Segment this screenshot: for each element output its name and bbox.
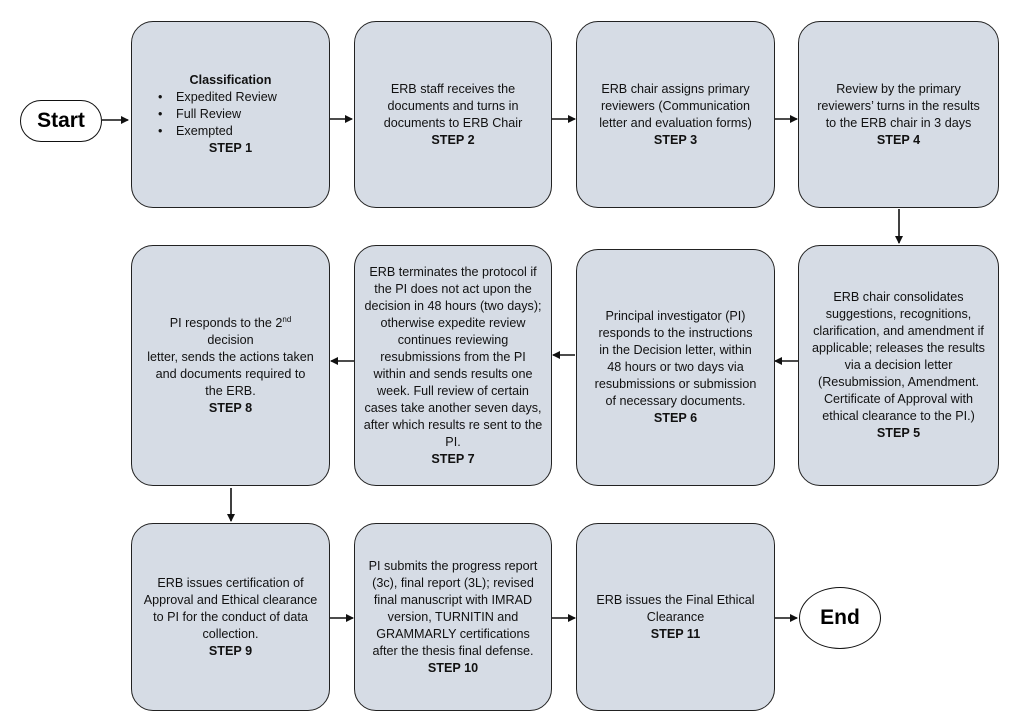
step9-text: ERB issues certification of Approval and… — [143, 575, 318, 641]
end-label: End — [820, 606, 860, 629]
step9-label: STEP 9 — [208, 643, 253, 658]
step10-label: STEP 10 — [427, 660, 479, 675]
step1-box: Classification •Expedited Review •Full R… — [131, 21, 330, 208]
step1-label: STEP 1 — [208, 141, 253, 155]
step11-label: STEP 11 — [650, 626, 701, 641]
step5-box: ERB chair consolidates suggestions, reco… — [798, 245, 999, 486]
step7-box: ERB terminates the protocol if the PI do… — [354, 245, 552, 486]
start-terminal: Start — [20, 100, 102, 142]
step3-box: ERB chair assigns primary reviewers (Com… — [576, 21, 775, 208]
end-terminal: End — [799, 587, 881, 649]
step5-label: STEP 5 — [876, 426, 921, 440]
step11-text: ERB issues the Final Ethical Clearance — [596, 592, 755, 624]
step5-text: ERB chair consolidates suggestions, reco… — [812, 290, 985, 423]
step4-box: Review by the primary reviewers’ turns i… — [798, 21, 999, 208]
step3-label: STEP 3 — [653, 132, 698, 147]
step8-label: STEP 8 — [208, 400, 253, 415]
step7-label: STEP 7 — [431, 451, 475, 466]
step1-bullet: •Exempted — [158, 124, 233, 138]
step2-label: STEP 2 — [431, 132, 475, 147]
step1-bullet: •Expedited Review — [158, 90, 277, 104]
step1-bullet: •Full Review — [158, 107, 242, 121]
step4-text: Review by the primary reviewers’ turns i… — [817, 81, 980, 130]
step11-box: ERB issues the Final Ethical Clearance S… — [576, 523, 775, 711]
step1-title: Classification — [189, 73, 272, 87]
step3-text: ERB chair assigns primary reviewers (Com… — [599, 81, 752, 130]
start-label: Start — [37, 109, 85, 132]
step6-box: Principal investigator (PI) responds to … — [576, 249, 775, 486]
step1-bullet-list: •Expedited Review •Full Review •Exempted — [142, 89, 319, 140]
step10-text: PI submits the progress report (3c), fin… — [368, 558, 538, 658]
step9-box: ERB issues certification of Approval and… — [131, 523, 330, 711]
step8-text: PI responds to the 2nd decision letter, … — [147, 314, 314, 398]
step10-box: PI submits the progress report (3c), fin… — [354, 523, 552, 711]
step2-text: ERB staff receives the documents and tur… — [383, 81, 523, 130]
step6-text: Principal investigator (PI) responds to … — [594, 309, 757, 408]
step2-box: ERB staff receives the documents and tur… — [354, 21, 552, 208]
step7-text: ERB terminates the protocol if the PI do… — [363, 264, 543, 449]
step8-box: PI responds to the 2nd decision letter, … — [131, 245, 330, 486]
step6-label: STEP 6 — [653, 411, 698, 425]
step4-label: STEP 4 — [876, 132, 921, 147]
